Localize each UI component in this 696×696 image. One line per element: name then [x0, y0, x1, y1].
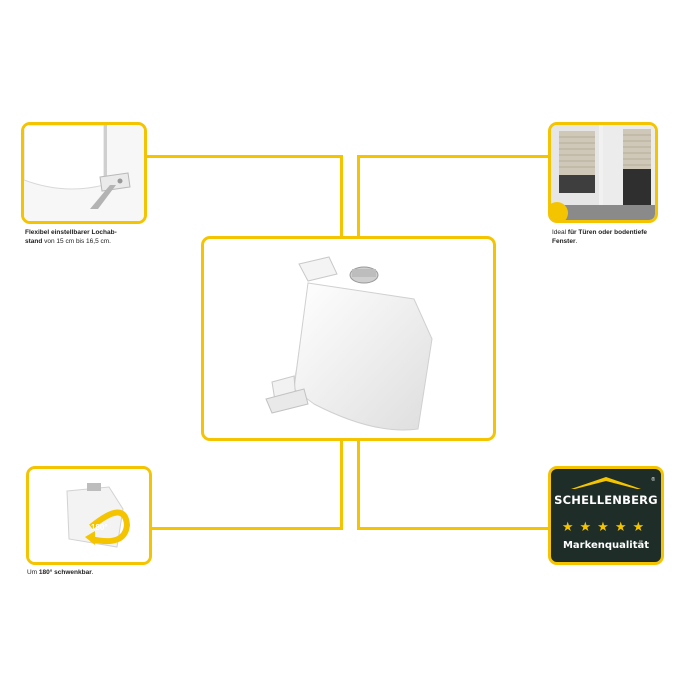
rotation-arrow-icon: [89, 509, 131, 545]
caption-top-right-post: .: [575, 238, 578, 245]
caption-bottom-left-pre: Um: [27, 569, 39, 576]
caption-top-left-rest: von 15 cm bis 16,5 cm.: [42, 238, 111, 245]
connector-top-right-h: [357, 155, 550, 158]
rotation-badge-text: 180°: [91, 523, 108, 532]
connector-bottom-left-v: [340, 439, 343, 530]
caption-top-left-bold2: stand: [25, 238, 43, 245]
shutter-window-image: [551, 125, 655, 220]
connector-top-right-v: [357, 155, 360, 238]
brand-name: SCHELLENBERG: [554, 493, 658, 507]
caption-top-left: Flexibel einstellbarer Lochab- stand von…: [25, 228, 155, 246]
connector-bottom-right-h: [357, 527, 550, 530]
rotation-frame: 180°: [26, 466, 152, 565]
rotation-image: [29, 469, 149, 562]
connector-top-left-h: [146, 155, 343, 158]
caption-top-left-bold: Flexibel einstellbarer Lochab-: [25, 229, 117, 236]
connector-bottom-left-h: [150, 527, 343, 530]
caption-bottom-left-post: .: [91, 569, 94, 576]
caption-top-right-bold: für Türen oder bodentiefe: [567, 229, 647, 236]
connector-top-left-v: [340, 155, 343, 238]
caption-bottom-left: Um 180° schwenkbar.: [27, 568, 167, 577]
brand-tagline: Markenqualität: [562, 540, 650, 551]
caption-top-right: Ideal für Türen oder bodentiefe Fenster.: [552, 228, 682, 246]
house-roof-icon: [571, 477, 641, 489]
registered-mark: ®: [651, 477, 655, 483]
product-image: [265, 256, 433, 431]
caption-bottom-left-bold: 180° schwenkbar: [38, 569, 92, 576]
product-frame: [201, 236, 496, 441]
window-frame: [548, 122, 658, 223]
connector-bottom-right-v: [357, 439, 360, 530]
brand-frame: ® SCHELLENBERG ★★★★★ Markenqualität: [548, 466, 664, 565]
hole-distance-image: [24, 125, 144, 221]
rating-stars: ★★★★★: [561, 519, 651, 534]
caption-top-right-bold2: Fenster: [552, 238, 576, 245]
caption-top-right-pre: Ideal: [552, 229, 568, 236]
hole-distance-frame: [21, 122, 147, 224]
